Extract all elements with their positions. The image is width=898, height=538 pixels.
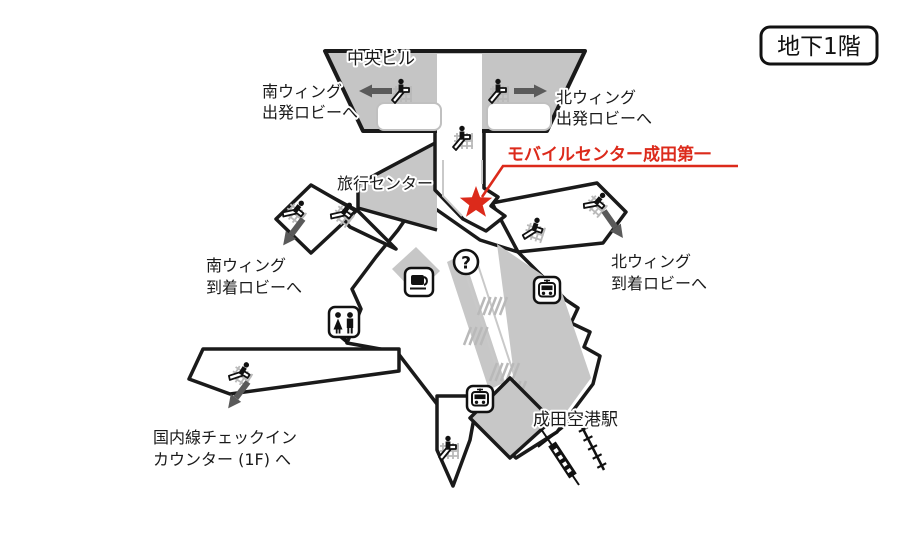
- platform-gray-right: [497, 244, 591, 426]
- label-north-arrival-2: 到着ロビーへ: [611, 274, 707, 293]
- information-icon: ?: [452, 248, 480, 276]
- platform-gray-left: [447, 254, 505, 390]
- label-domestic-checkin-1: 国内線チェックイン: [153, 428, 297, 447]
- label-travel-center: 旅行センター: [337, 174, 433, 193]
- departure-lobby-right-room: [486, 102, 552, 131]
- train-icon: [465, 384, 495, 414]
- railway-track-icon: [537, 422, 607, 486]
- label-south-departure-2: 出発ロビーへ: [262, 103, 358, 122]
- travel-center-area: [358, 142, 437, 230]
- label-central-building: 中央ビル: [347, 49, 415, 69]
- checkin-arm-outline: [187, 347, 401, 396]
- label-south-departure-1: 南ウィング: [262, 82, 342, 101]
- corridor-gray-guides: [442, 160, 483, 217]
- label-mobile-center: モバイルセンター成田第一: [507, 144, 711, 165]
- label-domestic-checkin-2: カウンター (1F) へ: [153, 450, 291, 469]
- information-glyph: ?: [461, 254, 471, 274]
- central-building-corridor-gap: [437, 54, 482, 133]
- departure-lobby-left-room: [376, 102, 442, 131]
- train-icon: [532, 275, 562, 305]
- label-north-departure-1: 北ウィング: [556, 88, 636, 107]
- restroom-icon: [327, 305, 361, 345]
- travel-center-wall: [356, 140, 438, 232]
- south-arrival-wing-outline: [274, 183, 358, 255]
- label-south-arrival-2: 到着ロビーへ: [206, 278, 302, 297]
- label-north-arrival-1: 北ウィング: [611, 252, 691, 271]
- floor-badge-label: 地下1階: [777, 34, 861, 60]
- label-north-departure-2: 出発ロビーへ: [556, 109, 652, 128]
- label-station: 成田空港駅: [533, 410, 618, 430]
- highlight-leader-line: [480, 164, 738, 198]
- label-south-arrival-1: 南ウィング: [206, 256, 286, 275]
- cafe-icon: [403, 266, 435, 298]
- floor-badge: 地下1階: [759, 25, 879, 66]
- star-marker-icon: [459, 186, 493, 217]
